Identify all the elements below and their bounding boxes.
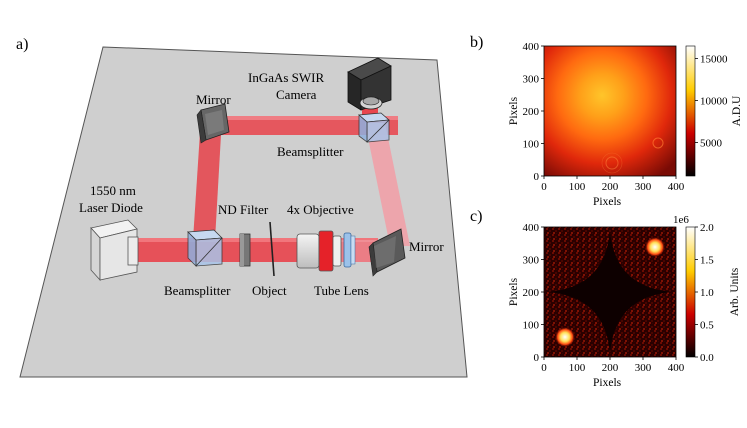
nd-filter <box>239 233 251 267</box>
colorbar-b-ticks: 5000 10000 15000 <box>695 54 728 149</box>
heatmap-b-ytick-label: 300 <box>523 74 540 86</box>
heatmap-b: 0 100 200 300 400 0 100 200 300 400 <box>523 41 685 193</box>
colorbar-c-tick-label: 2.0 <box>700 222 714 234</box>
label-beamsplitter-bottom: Beamsplitter <box>164 283 231 298</box>
panel-label-c: c) <box>470 208 482 225</box>
heatmap-c-xtick-label: 0 <box>541 362 547 374</box>
panel-label-a: a) <box>16 36 28 53</box>
colorbar-c-exponent: 1e6 <box>673 214 689 226</box>
mirror-right <box>368 228 406 277</box>
heatmap-c-astroid <box>548 231 672 353</box>
heatmap-c-ticks: 0 100 200 300 400 0 100 200 300 400 <box>523 222 685 374</box>
colorbar-c-tick-label: 0.5 <box>700 320 714 332</box>
heatmap-b-xtick-label: 400 <box>668 181 685 193</box>
heatmap-b-ytick-label: 0 <box>534 171 540 183</box>
heatmap-b-xtick-label: 200 <box>602 181 619 193</box>
beam-vertical-left <box>193 117 222 240</box>
objective-4x <box>296 230 342 272</box>
colorbar-b-bar <box>685 45 696 177</box>
label-objective: 4x Objective <box>287 202 354 217</box>
heatmap-c: 0 100 200 300 400 0 100 200 300 400 <box>523 222 685 374</box>
heatmap-c-ytick-label: 300 <box>523 255 540 267</box>
heatmap-c-hotspot-bottom <box>555 327 575 347</box>
heatmap-b-image <box>544 46 676 176</box>
colorbar-b: 5000 10000 15000 <box>685 45 728 177</box>
colorbar-b-tick-label: 15000 <box>700 54 728 66</box>
heatmap-c-xlabel: Pixels <box>593 377 622 389</box>
heatmap-c-ytick-label: 0 <box>534 352 540 364</box>
label-nd-filter: ND Filter <box>218 202 269 217</box>
heatmap-b-xtick-label: 300 <box>635 181 652 193</box>
heatmap-c-xtick-label: 100 <box>569 362 586 374</box>
colorbar-c-tick-label: 1.0 <box>700 287 714 299</box>
heatmap-c-xtick-label: 200 <box>602 362 619 374</box>
heatmap-c-ytick-label: 100 <box>523 320 540 332</box>
label-tube-lens: Tube Lens <box>314 283 369 298</box>
mirror-top <box>196 103 230 144</box>
beam-top <box>205 116 398 135</box>
heatmap-b-ytick-label: 400 <box>523 41 540 53</box>
heatmap-b-ytick-label: 200 <box>523 106 540 118</box>
label-object: Object <box>252 283 287 298</box>
label-laser-1: 1550 nm <box>90 183 136 198</box>
heatmap-c-ylabel: Pixels <box>508 277 520 306</box>
colorbar-b-label: A.D.U <box>731 95 743 126</box>
beamsplitter-bottom <box>187 229 223 267</box>
heatmap-c-ytick-label: 400 <box>523 222 540 234</box>
label-laser-2: Laser Diode <box>79 200 143 215</box>
heatmap-b-ylabel: Pixels <box>508 96 520 125</box>
label-beamsplitter-top: Beamsplitter <box>277 144 344 159</box>
heatmap-b-xtick-label: 0 <box>541 181 547 193</box>
heatmap-c-xtick-label: 300 <box>635 362 652 374</box>
heatmap-b-ytick-label: 100 <box>523 139 540 151</box>
colorbar-b-tick-label: 10000 <box>700 96 728 108</box>
heatmap-b-xlabel: Pixels <box>593 196 622 208</box>
laser-diode <box>90 219 139 282</box>
label-mirror-right: Mirror <box>409 239 444 254</box>
colorbar-c-tick-label: 1.5 <box>700 255 714 267</box>
colorbar-c-bar <box>685 226 696 358</box>
tube-lens <box>343 232 356 268</box>
colorbar-c-ticks: 0.0 0.5 1.0 1.5 2.0 <box>695 222 714 364</box>
heatmap-c-ytick-label: 200 <box>523 287 540 299</box>
label-camera-2: Camera <box>276 87 317 102</box>
panel-label-b: b) <box>470 34 483 51</box>
object-slide <box>269 221 275 277</box>
label-camera-1: InGaAs SWIR <box>248 70 325 85</box>
colorbar-c-label: Arb. Units <box>729 267 741 316</box>
ingaas-camera <box>347 57 392 111</box>
heatmap-c-hotspot-top <box>645 237 665 257</box>
heatmap-b-xtick-label: 100 <box>569 181 586 193</box>
colorbar-b-tick-label: 5000 <box>700 137 723 149</box>
heatmap-c-xtick-label: 400 <box>668 362 685 374</box>
colorbar-c: 0.0 0.5 1.0 1.5 2.0 <box>685 222 714 364</box>
label-mirror-top: Mirror <box>196 92 231 107</box>
beamsplitter-top <box>358 112 390 143</box>
beam-return <box>365 123 410 246</box>
colorbar-c-tick-label: 0.0 <box>700 352 714 364</box>
heatmap-b-ticks: 0 100 200 300 400 0 100 200 300 400 <box>523 41 685 193</box>
